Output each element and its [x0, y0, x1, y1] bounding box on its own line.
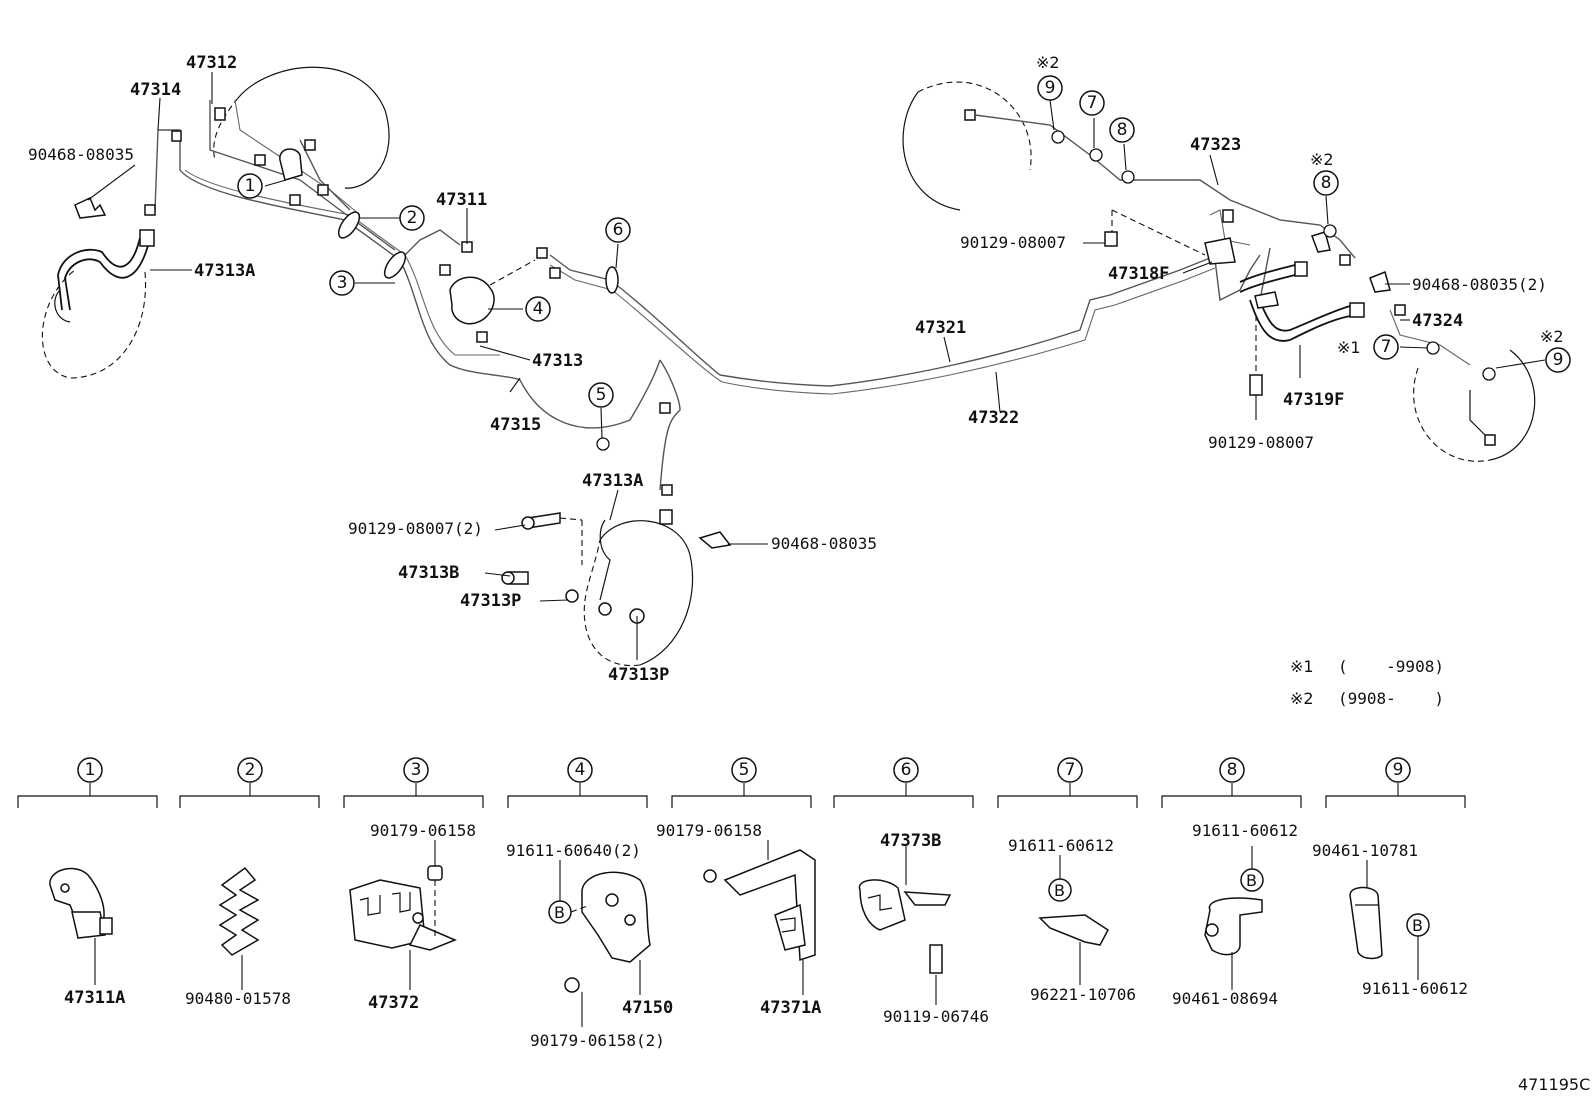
label-90468-rear: 90468-08035(2) — [1412, 275, 1547, 294]
detail-part-90480 — [218, 866, 260, 990]
label-47322: 47322 — [968, 408, 1019, 428]
callout-7: 7 — [1087, 93, 1098, 113]
note-mark-1: ※1 — [1337, 338, 1361, 357]
flex-hose-right — [1239, 261, 1365, 342]
front-left-brake-drum — [41, 269, 147, 379]
proportioning-valve-part — [449, 276, 495, 325]
detail-b-mark-8: B — [1246, 871, 1257, 890]
callout-6: 6 — [613, 220, 624, 240]
detail-label-47311A: 47311A — [64, 988, 125, 1008]
detail-b-mark-9: B — [1412, 916, 1423, 935]
callout-5: 5 — [596, 385, 607, 405]
note-mark-2-mid: ※2 — [1310, 150, 1334, 169]
detail-label-90179-a: 90179-06158 — [370, 821, 476, 840]
callout-markers — [237, 75, 1571, 408]
rear-center-brake-drum — [583, 509, 694, 667]
flex-hose-left — [57, 229, 155, 311]
label-47313P-b: 47313P — [608, 665, 669, 685]
label-47313A-bottom: 47313A — [582, 471, 643, 491]
detail-label-90480: 90480-01578 — [185, 989, 291, 1008]
detail-label-47150: 47150 — [622, 998, 673, 1018]
callout-8-rear: 8 — [1321, 173, 1332, 193]
detail-label-47372: 47372 — [368, 993, 419, 1013]
detail-part-90461-08694 — [1204, 846, 1264, 990]
callout-1: 1 — [245, 176, 256, 196]
callout-2: 2 — [407, 208, 418, 228]
figure-reference: 471195C — [1518, 1075, 1590, 1094]
detail-part-96221 — [1038, 855, 1109, 985]
detail-label-90179-2: 90179-06158(2) — [530, 1031, 665, 1050]
detail-label-47371A: 47371A — [760, 998, 821, 1018]
label-47313B: 47313B — [398, 563, 459, 583]
pipe-fittings — [144, 107, 673, 496]
detail-label-91611-c: 91611-60612 — [1362, 979, 1468, 998]
callout-8: 8 — [1117, 120, 1128, 140]
label-47323: 47323 — [1190, 135, 1241, 155]
label-47315: 47315 — [490, 415, 541, 435]
leader-lines — [87, 72, 1546, 660]
detail-part-47373B — [858, 846, 952, 1005]
callout-7-rear: 7 — [1381, 337, 1392, 357]
detail-b-mark-4: B — [554, 903, 565, 922]
label-47321: 47321 — [915, 318, 966, 338]
detail-part-90461-10781 — [1349, 860, 1430, 980]
label-47319F: 47319F — [1283, 390, 1344, 410]
detail-label-90461-08694: 90461-08694 — [1172, 989, 1278, 1008]
detail-callout-3: 3 — [411, 760, 422, 780]
label-47313: 47313 — [532, 351, 583, 371]
legend-text-2: (9908- ) — [1338, 689, 1444, 708]
detail-callout-8: 8 — [1227, 760, 1238, 780]
detail-label-96221: 96221-10706 — [1030, 985, 1136, 1004]
callout-9-rear: 9 — [1553, 350, 1564, 370]
front-right-brake-drum — [213, 66, 390, 189]
label-90129-rear-b: 90129-08007 — [1208, 433, 1314, 452]
detail-label-91611-60640: 91611-60640(2) — [506, 841, 641, 860]
detail-part-47371A — [703, 840, 816, 995]
rear-left-brake-drum — [902, 81, 1032, 211]
detail-callout-7: 7 — [1065, 760, 1076, 780]
note-mark-2-rear: ※2 — [1540, 327, 1564, 346]
detail-label-90119: 90119-06746 — [883, 1007, 989, 1026]
callout-4: 4 — [533, 299, 544, 319]
callout-3: 3 — [337, 273, 348, 293]
detail-callout-markers — [77, 757, 1411, 783]
detail-label-90179-b: 90179-06158 — [656, 821, 762, 840]
label-47318F: 47318F — [1108, 264, 1169, 284]
detail-part-47150 — [548, 860, 651, 1027]
label-47313A-left: 47313A — [194, 261, 255, 281]
detail-part-47372 — [349, 840, 457, 990]
label-47314: 47314 — [130, 80, 181, 100]
detail-callout-2: 2 — [245, 760, 256, 780]
detail-part-47311A — [49, 867, 113, 985]
label-90468-bottom: 90468-08035 — [771, 534, 877, 553]
label-90129-2: 90129-08007(2) — [348, 519, 483, 538]
bolt-parts — [501, 512, 579, 603]
front-brake-pipes — [154, 99, 1216, 491]
note-mark-2-top: ※2 — [1036, 53, 1060, 72]
clip-1-part — [279, 148, 303, 181]
label-47324: 47324 — [1412, 311, 1463, 331]
legend-mark-1: ※1 — [1290, 657, 1314, 676]
rear-right-brake-drum — [1413, 349, 1536, 462]
detail-callout-1: 1 — [85, 760, 96, 780]
legend-mark-2: ※2 — [1290, 689, 1314, 708]
detail-label-47373B: 47373B — [880, 831, 941, 851]
detail-label-90461-10781: 90461-10781 — [1312, 841, 1418, 860]
label-90468-left: 90468-08035 — [28, 145, 134, 164]
callout-9: 9 — [1045, 78, 1056, 98]
detail-b-mark-7: B — [1054, 881, 1065, 900]
detail-callout-5: 5 — [739, 760, 750, 780]
detail-callout-4: 4 — [575, 760, 586, 780]
label-47313P-a: 47313P — [460, 591, 521, 611]
legend-text-1: ( -9908) — [1338, 657, 1444, 676]
label-47312: 47312 — [186, 53, 237, 73]
detail-brackets — [17, 783, 1466, 808]
detail-callout-9: 9 — [1393, 760, 1404, 780]
detail-callout-6: 6 — [901, 760, 912, 780]
detail-label-91611-b: 91611-60612 — [1192, 821, 1298, 840]
label-47311: 47311 — [436, 190, 487, 210]
detail-label-91611-a: 91611-60612 — [1008, 836, 1114, 855]
label-90129-rear-a: 90129-08007 — [960, 233, 1066, 252]
